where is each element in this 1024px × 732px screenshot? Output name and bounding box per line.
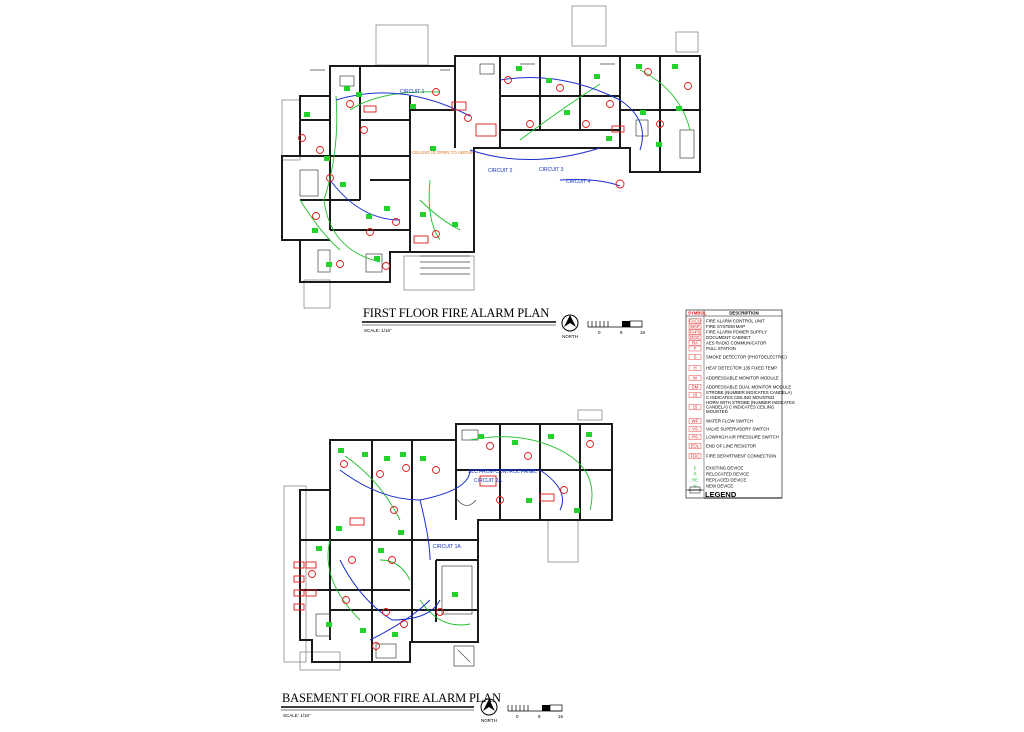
basement-devices	[293, 440, 594, 650]
circuit-3-label: CIRCUIT 3	[539, 167, 564, 173]
circuit-4-label: CIRCUIT 4	[566, 179, 591, 185]
first-floor-scale-16: 16	[640, 330, 646, 335]
basement-scale-bar: 0 8 16	[507, 704, 564, 719]
legend-description-7: HEAT DETECTOR 135 FIXED TEMP	[706, 366, 777, 371]
legend-description-1: FIRE SYSTEM MAP	[706, 324, 745, 329]
circuit-2-label: CIRCUIT 2	[488, 168, 513, 174]
first-floor-scale-8: 8	[620, 330, 623, 335]
legend-symbol-18: R	[693, 472, 696, 477]
slc-note: SLC FROM CONTROL PANEL	[468, 469, 537, 475]
legend-symbol-14: PS	[692, 435, 698, 440]
legend-description-20: NEW DEVICE	[706, 484, 733, 489]
legend-symbol-box-14	[688, 434, 702, 440]
first-floor-plan: CIRCUIT 1 CIRCUIT 2 CIRCUIT 3 CIRCUIT 4 …	[281, 5, 701, 339]
basement-floor-plan: CIRCUIT 1A CIRCUIT 2A SLC FROM CONTROL P…	[281, 409, 613, 723]
legend-symbol-box-15	[688, 443, 702, 449]
legend-symbol-box-4	[688, 340, 702, 346]
legend-symbol-9: DM	[692, 385, 699, 390]
legend-symbol-box-1	[688, 323, 702, 330]
legend-description-header: DESCRIPTION	[729, 311, 758, 316]
legend-symbol-10: 15	[693, 393, 698, 398]
legend-description-12: WATER FLOW SWITCH	[706, 419, 753, 424]
legend-description-8: ADDRESSABLE MONITOR MODULE	[706, 376, 779, 381]
legend-description-16: FIRE DEPARTMENT CONNECTION	[706, 454, 776, 459]
legend: SYMBOL DESCRIPTION FACU FIRE ALARM CONTRO…	[685, 309, 795, 499]
legend-symbol-box-13	[688, 426, 702, 432]
first-floor-title: FIRST FLOOR FIRE ALARM PLAN	[363, 306, 549, 320]
legend-symbol-1: MAP	[690, 324, 699, 329]
legend-symbol-0: FACU	[689, 319, 700, 324]
legend-symbol-3: DOC	[690, 335, 700, 340]
legend-symbol-box-9	[688, 384, 702, 390]
legend-description-18: RELOCATED DEVICE	[706, 472, 749, 477]
first-floor-north-label: NORTH	[562, 334, 578, 339]
legend-description-4: AES RADIO COMMUNICATOR	[706, 341, 766, 346]
legend-symbol-box-3	[688, 334, 702, 341]
legend-symbol-box-5	[688, 345, 702, 352]
open-ceiling-note: CEILING IS OPEN TO ABOVE	[412, 150, 473, 155]
legend-symbol-4: RA	[692, 341, 698, 346]
legend-symbol-box-6	[688, 354, 702, 360]
legend-symbol-box-12	[688, 418, 702, 424]
legend-rows: FACU FIRE ALARM CONTROL UNIT MAP FIRE SYSTE…	[688, 318, 795, 489]
legend-symbol-17: E	[694, 466, 697, 471]
legend-symbol-19: RE	[692, 478, 698, 483]
legend-description-3: DOCUMENT CABINET	[706, 335, 751, 340]
first-floor-scale-note: SCALE: 1/16"	[364, 328, 392, 333]
legend-symbol-box-8	[688, 375, 702, 381]
legend-description-9: ADDRESSABLE DUAL MONITOR MODULE	[706, 385, 791, 390]
basement-north-label: NORTH	[481, 718, 497, 723]
first-floor-scale-0: 0	[598, 330, 601, 335]
circuit-2a-label: CIRCUIT 2A	[474, 478, 502, 484]
north-arrow-icon	[561, 314, 579, 332]
basement-floor-scale-note: SCALE: 1/16"	[283, 713, 311, 718]
legend-description-14: LOW/HIGH AIR PRESSURE SWITCH	[706, 435, 779, 440]
legend-symbol-5: F	[694, 346, 697, 351]
legend-description-2: FIRE ALARM POWER SUPPLY	[706, 330, 767, 335]
legend-symbol-header: SYMBOL	[688, 311, 707, 316]
legend-symbol-8: M	[693, 376, 697, 381]
legend-symbol-6: S	[694, 355, 697, 360]
legend-symbol-box-0	[688, 318, 702, 324]
legend-symbol-15: EOL	[691, 444, 700, 449]
legend-symbol-13: VS	[692, 427, 698, 432]
first-floor-scale-bar: 0 8 16	[587, 320, 646, 335]
legend-symbol-20: N	[693, 484, 696, 489]
basement-scale-8: 8	[538, 714, 541, 719]
legend-symbol-2: FAPS	[690, 330, 701, 335]
legend-description-0: FIRE ALARM CONTROL UNIT	[706, 319, 765, 324]
legend-description-10: STROBE (NUMBER INDICATES CANDELA)C INDIC…	[706, 390, 792, 400]
legend-symbol-7: H	[693, 366, 696, 371]
first-floor-devices	[298, 68, 692, 270]
legend-symbol-box-2	[688, 329, 702, 335]
legend-symbol-box-11	[688, 404, 702, 410]
legend-description-5: PULL STATION	[706, 346, 736, 351]
legend-symbol-11: 15	[693, 405, 698, 410]
legend-description-17: EXISTING DEVICE	[706, 466, 743, 471]
legend-description-6: SMOKE DETECTOR (PHOTOELECTRIC)	[706, 355, 787, 360]
legend-symbol-16: FDC	[691, 454, 700, 459]
circuit-1a-label: CIRCUIT 1A	[433, 544, 461, 550]
basement-scale-16: 16	[558, 714, 564, 719]
legend-symbol-box-7	[688, 365, 702, 371]
basement-floor-title: BASEMENT FLOOR FIRE ALARM PLAN	[282, 691, 501, 705]
legend-title: LEGEND	[705, 490, 737, 499]
legend-title-icon	[688, 486, 702, 494]
legend-description-19: REPLACED DEVICE	[706, 478, 746, 483]
legend-description-13: VALVE SUPERVISORY SWITCH	[706, 427, 769, 432]
north-arrow-icon	[480, 698, 498, 716]
circuit-1-label: CIRCUIT 1	[400, 89, 425, 95]
legend-description-15: END OF LINE RESISTOR	[706, 444, 756, 449]
legend-symbol-12: WF	[692, 419, 699, 424]
legend-symbol-box-16	[688, 453, 702, 459]
legend-symbol-box-10	[688, 392, 702, 398]
basement-scale-0: 0	[516, 714, 519, 719]
